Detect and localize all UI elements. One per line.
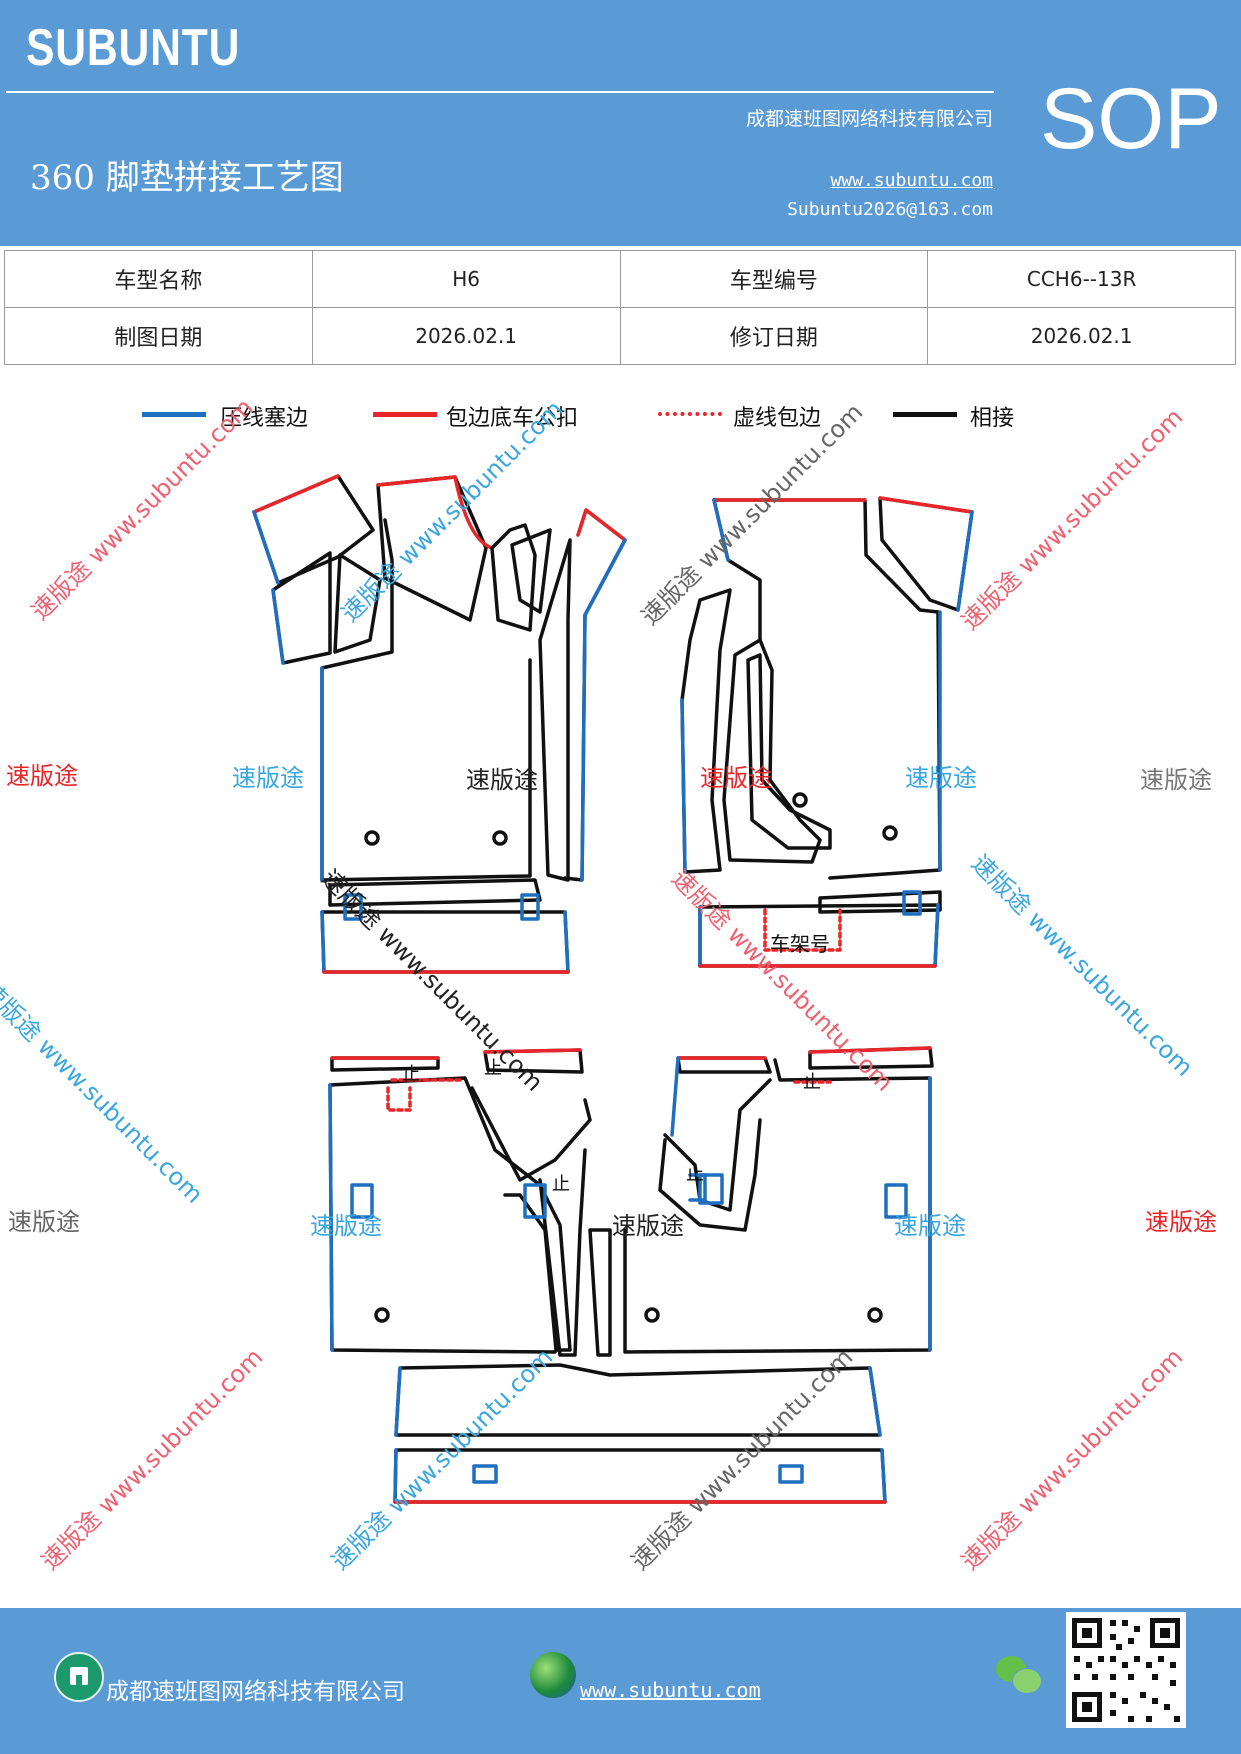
watermark-brand: 速版途 [612, 1212, 684, 1240]
page-title: 360 脚垫拼接工艺图 [30, 158, 344, 198]
value-model-name: H6 [311, 250, 621, 308]
footer-company: 成都速班图网络科技有限公司 [106, 1679, 405, 1705]
rear-right-mat [623, 1046, 934, 1354]
front-left-mat [252, 474, 627, 974]
brand-logo: SUBUNTU [26, 19, 241, 77]
footer-url-link[interactable]: www.subuntu.com [580, 1678, 761, 1702]
rear-left-mat [328, 1048, 612, 1357]
value-revision-date: 2026.02.1 [927, 307, 1236, 365]
watermark-brand: 速版途 [466, 766, 538, 794]
header-url-link[interactable]: www.subuntu.com [830, 170, 993, 191]
value-model-code: CCH6--13R [927, 250, 1236, 308]
stop-mark: 止 [686, 1164, 704, 1185]
wechat-icon[interactable] [996, 1656, 1042, 1694]
building-icon [54, 1652, 104, 1702]
watermark-brand: 速版途 [1145, 1208, 1217, 1236]
table-row: 车型名称 H6 车型编号 CCH6--13R [4, 250, 1236, 308]
frame-number-label: 车架号 [770, 932, 830, 956]
table-row: 制图日期 2026.02.1 修订日期 2026.02.1 [4, 307, 1236, 365]
watermark-brand: 速版途 [6, 762, 78, 790]
legend-swatch-black [893, 412, 957, 417]
legend-swatch-red-dotted [658, 412, 722, 416]
legend-swatch-red [373, 412, 437, 417]
watermark-brand: 速版途 [700, 764, 772, 792]
stop-mark: 止 [484, 1058, 502, 1079]
header-banner: SUBUNTU 成都速班图网络科技有限公司 360 脚垫拼接工艺图 www.su… [0, 0, 1241, 246]
header-email: Subuntu2026@163.com [787, 199, 993, 220]
header-company: 成都速班图网络科技有限公司 [745, 108, 993, 130]
label-draw-date: 制图日期 [4, 307, 313, 365]
qr-code-icon [1066, 1612, 1186, 1728]
label-revision-date: 修订日期 [619, 307, 929, 365]
sop-badge: SOP [1040, 71, 1222, 167]
watermark-brand: 速版途 [905, 764, 977, 792]
legend-swatch-blue [142, 412, 206, 417]
header-divider [6, 91, 994, 93]
legend-label-black: 相接 [970, 406, 1015, 431]
stop-mark: 止 [803, 1072, 821, 1093]
footer-bar: 成都速班图网络科技有限公司 www.subuntu.com [0, 1608, 1241, 1754]
front-right-mat [680, 496, 974, 968]
rear-strips [393, 1363, 887, 1504]
globe-icon [530, 1652, 576, 1698]
label-model-code: 车型编号 [619, 250, 929, 308]
stop-mark: 止 [552, 1174, 570, 1195]
label-model-name: 车型名称 [4, 250, 313, 308]
stop-mark: 止 [402, 1064, 420, 1085]
value-draw-date: 2026.02.1 [311, 307, 621, 365]
watermark-brand: 速版途 [310, 1212, 382, 1240]
legend-label-dotted: 虚线包边 [733, 406, 822, 431]
vehicle-info-table: 车型名称 H6 车型编号 CCH6--13R 制图日期 2026.02.1 修订… [4, 250, 1236, 365]
watermark-brand: 速版途 [1140, 766, 1212, 794]
watermark-brand: 速版途 [8, 1208, 80, 1236]
legend-label-red: 包边底车公扣 [446, 406, 579, 431]
watermark-brand: 速版途 [232, 764, 304, 792]
legend-label-blue: 压线塞边 [220, 406, 309, 431]
watermark-brand: 速版途 [894, 1212, 966, 1240]
